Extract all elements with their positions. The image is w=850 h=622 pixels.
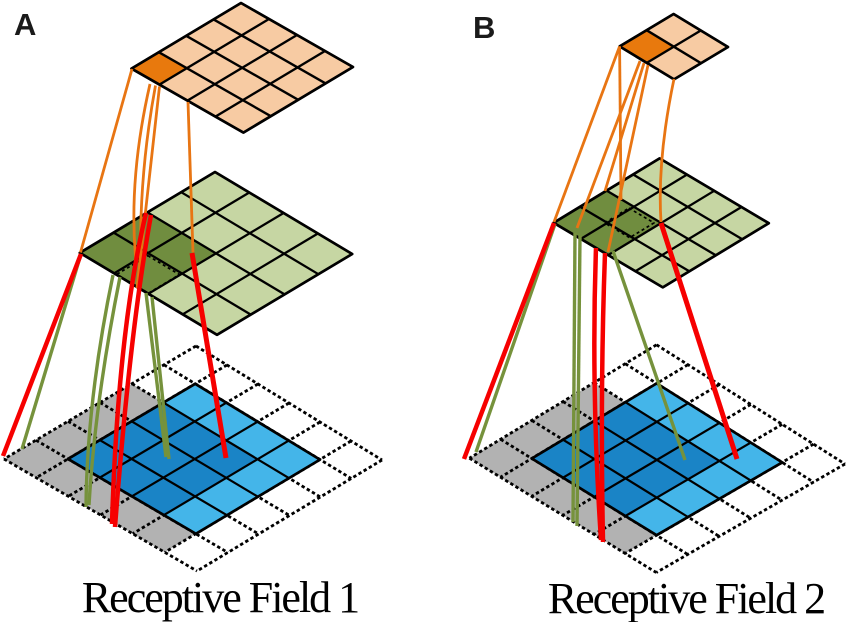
svg-text:Receptive Field 1: Receptive Field 1 <box>82 573 358 622</box>
svg-text:B: B <box>473 10 495 45</box>
svg-text:Receptive Field 2: Receptive Field 2 <box>548 574 824 622</box>
svg-text:A: A <box>14 7 36 42</box>
